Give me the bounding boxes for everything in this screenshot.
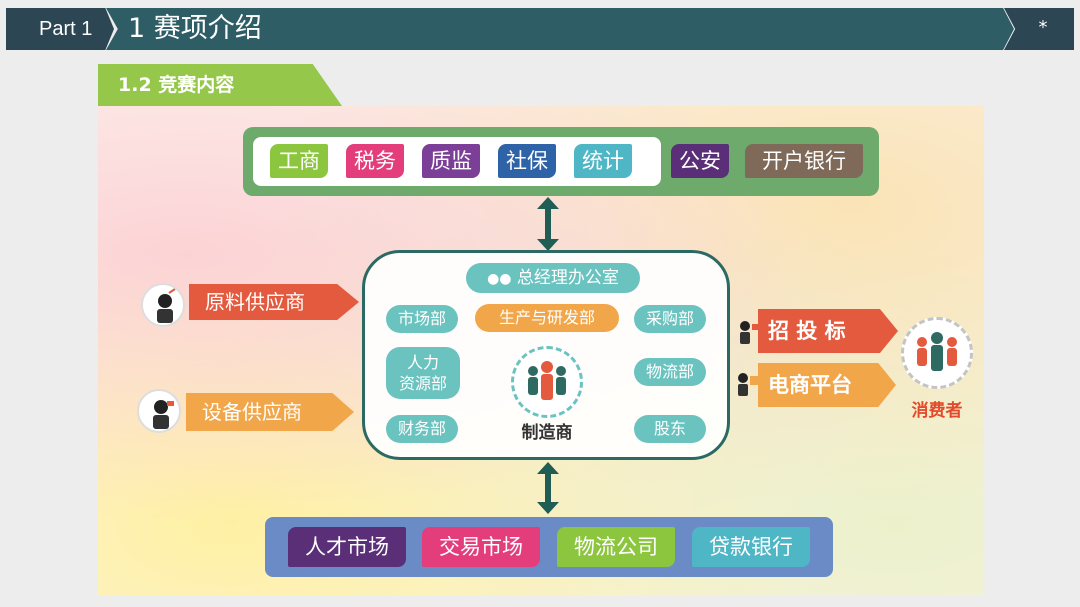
- connector-bottom-arrow-down: [537, 502, 559, 514]
- connector-bottom-arrow-up: [537, 462, 559, 474]
- ecommerce-arrow: 电商平台: [758, 363, 896, 407]
- header-mark: *: [1004, 8, 1074, 50]
- office-label: 总经理办公室: [516, 268, 619, 288]
- manufacturer-label: 制造商: [521, 423, 573, 443]
- team-icon: [528, 361, 566, 400]
- finance-pill: 财务部: [386, 415, 458, 443]
- market-trade: 交易市场: [422, 527, 540, 567]
- connector-top-arrow-up: [537, 197, 559, 209]
- production-pill: 生产与研发部: [475, 304, 619, 332]
- connector-top-arrow-down: [537, 239, 559, 251]
- consumers-icon: [917, 332, 957, 371]
- gov-tag-social: 社保: [498, 144, 556, 178]
- hr-line1: 人力: [406, 353, 439, 372]
- slide-title: 1 赛项介绍: [106, 8, 1014, 50]
- purchasing-pill: 采购部: [634, 305, 706, 333]
- manufacturer-icon-ring: [511, 346, 583, 418]
- gov-tag-police: 公安: [671, 144, 729, 178]
- hr-pill: 人力 资源部: [386, 347, 460, 399]
- logistics-pill: 物流部: [634, 358, 706, 386]
- gov-tag-gongshang: 工商: [270, 144, 328, 178]
- market-bank: 贷款银行: [692, 527, 810, 567]
- connector-bottom: [545, 472, 551, 506]
- consumer-label: 消费者: [911, 401, 963, 421]
- gov-tag-quality: 质监: [422, 144, 480, 178]
- people-icon: ●●: [487, 271, 512, 287]
- gov-tag-stats: 统计: [574, 144, 632, 178]
- section-title: 1.2 竞赛内容: [98, 64, 342, 106]
- gov-tag-tax: 税务: [346, 144, 404, 178]
- office-pill: ●● 总经理办公室: [466, 263, 640, 293]
- market-talent: 人才市场: [288, 527, 406, 567]
- marketing-pill: 市场部: [386, 305, 458, 333]
- bidding-person-icon: [735, 318, 763, 346]
- raw-supplier-arrow: 原料供应商: [189, 284, 359, 320]
- connector-top: [545, 207, 551, 243]
- hr-line2: 资源部: [398, 374, 447, 393]
- raw-supplier-icon: [141, 283, 185, 327]
- equipment-supplier-icon: [137, 389, 181, 433]
- shareholders-pill: 股东: [634, 415, 706, 443]
- consumer-icon-ring: [901, 317, 973, 389]
- ecommerce-person-icon: [735, 370, 763, 398]
- gov-tag-bank: 开户银行: [745, 144, 863, 178]
- equipment-supplier-arrow: 设备供应商: [186, 393, 354, 431]
- market-logistics: 物流公司: [557, 527, 675, 567]
- part-label: Part 1: [6, 8, 114, 50]
- bidding-arrow: 招 投 标: [758, 309, 898, 353]
